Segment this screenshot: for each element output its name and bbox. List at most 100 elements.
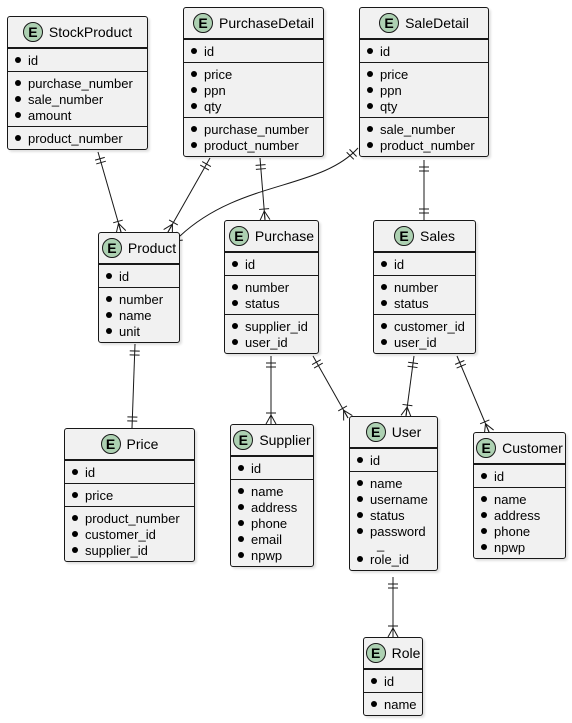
attribute-row: price xyxy=(360,66,488,82)
attribute-row: id xyxy=(374,256,475,272)
bullet-icon xyxy=(191,48,197,54)
crowfoot-line xyxy=(115,223,120,234)
cardinality-bar xyxy=(259,208,270,210)
entity-header: E StockProduct xyxy=(8,17,147,48)
attribute-label: id xyxy=(204,43,215,59)
attribute-row: product_number xyxy=(184,137,323,153)
attribute-label: product_number xyxy=(28,130,123,146)
entity-e-icon: E xyxy=(476,438,497,458)
bullet-icon xyxy=(367,48,373,54)
cardinality-bar xyxy=(94,156,105,161)
attribute-row: status xyxy=(225,295,318,311)
attribute-row: name xyxy=(231,483,313,499)
attribute-label: number xyxy=(119,291,164,307)
relation-stockproduct-product xyxy=(97,151,122,233)
bullet-icon xyxy=(367,87,373,93)
attribute-section: id xyxy=(231,456,313,479)
attribute-section: id xyxy=(374,252,475,275)
attribute-label: id xyxy=(394,256,405,272)
bullet-icon xyxy=(357,556,363,562)
entity-header: E Customer xyxy=(474,433,565,464)
attribute-label: supplier_id xyxy=(245,318,308,334)
attribute-label: phone xyxy=(251,515,288,531)
attribute-section: id xyxy=(350,448,437,471)
bullet-icon xyxy=(191,103,197,109)
attribute-label: customer_id xyxy=(85,526,156,542)
entity-header: E Product xyxy=(99,233,179,264)
entity-header: E User xyxy=(350,417,437,448)
attribute-row: status xyxy=(350,507,437,523)
entity-header: E Sales xyxy=(374,221,475,252)
cardinality-bar xyxy=(96,160,106,165)
attribute-label: name xyxy=(384,696,417,712)
attribute-row: npwp xyxy=(474,539,565,555)
attribute-row: user_id xyxy=(374,334,475,350)
bullet-icon xyxy=(232,261,238,267)
cardinality-bar xyxy=(337,405,348,412)
attribute-section: name xyxy=(364,692,422,715)
attribute-label: address xyxy=(494,507,541,523)
cardinality-bar xyxy=(407,365,418,369)
cardinality-bar xyxy=(113,219,123,224)
crowfoot-line xyxy=(387,627,394,638)
attribute-label: user_id xyxy=(394,334,437,350)
crowfoot-line xyxy=(343,409,349,419)
attribute-label: address xyxy=(251,499,298,515)
attribute-row: supplier_id xyxy=(65,542,194,558)
attribute-row: role_id xyxy=(350,551,437,567)
crowfoot-line xyxy=(163,223,173,230)
attribute-row: product_number xyxy=(65,510,194,526)
cardinality-bar xyxy=(255,168,266,170)
crowfoot-line xyxy=(263,210,266,221)
bullet-icon xyxy=(381,284,387,290)
attribute-row: npwp xyxy=(231,547,313,563)
attribute-label: id xyxy=(28,52,39,68)
cardinality-bar xyxy=(311,359,322,365)
attribute-label: username xyxy=(370,491,428,507)
bullet-icon xyxy=(72,492,78,498)
bullet-icon xyxy=(367,142,373,148)
attribute-label: ppn xyxy=(380,82,402,98)
bullet-icon xyxy=(357,528,363,534)
attribute-row: user_id xyxy=(225,334,318,350)
entity-e-icon: E xyxy=(365,643,386,663)
attribute-row: unit xyxy=(99,323,179,339)
bullet-icon xyxy=(106,312,112,318)
entity-name: Role xyxy=(391,645,421,661)
bullet-icon xyxy=(15,112,21,118)
bullet-icon xyxy=(232,300,238,306)
cardinality-bar xyxy=(408,361,419,365)
attribute-row: phone xyxy=(474,523,565,539)
bullet-icon xyxy=(381,261,387,267)
bullet-icon xyxy=(15,57,21,63)
crowfoot-line xyxy=(343,409,353,416)
entity-e-icon: E xyxy=(100,434,121,454)
cardinality-bar xyxy=(199,164,210,171)
entity-name: Supplier xyxy=(259,432,311,448)
attribute-section: id xyxy=(225,252,318,275)
attribute-row: qty xyxy=(184,98,323,114)
attribute-label: qty xyxy=(380,98,398,114)
entity-header: E Price xyxy=(65,429,194,460)
crowfoot-line xyxy=(485,423,494,431)
attribute-row: name xyxy=(350,475,437,491)
attribute-row: phone xyxy=(231,515,313,531)
